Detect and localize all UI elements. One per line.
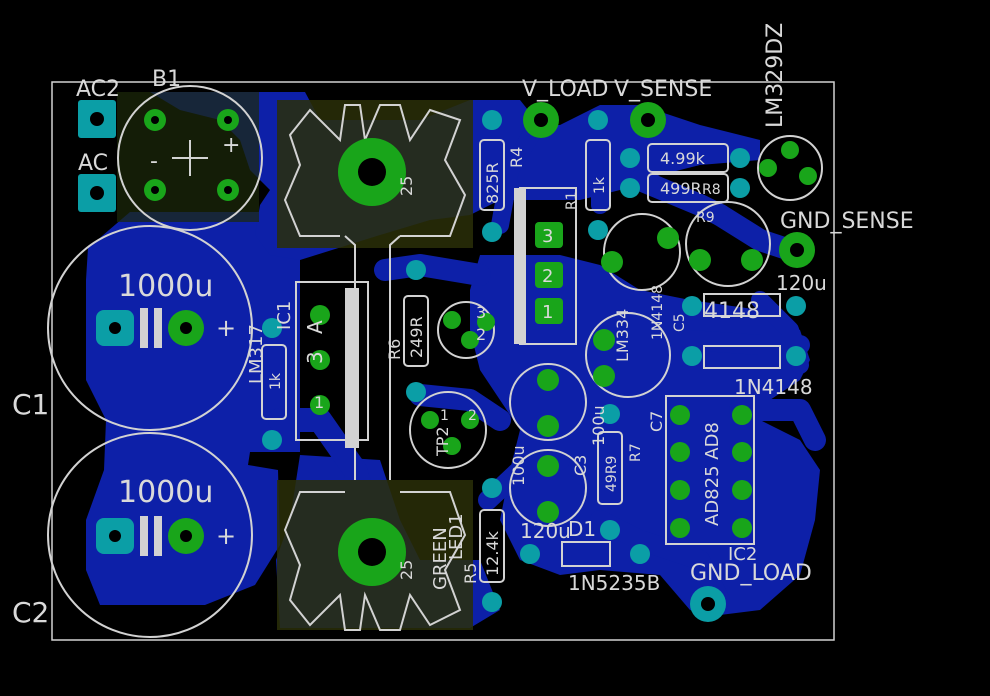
label-r1-pin2: 2: [542, 266, 553, 287]
label-ac1: AC: [78, 151, 108, 176]
label-ac2: AC2: [76, 77, 120, 102]
plus-sign-b1: +: [222, 133, 240, 158]
label-r4: R4: [507, 147, 526, 168]
minus-sign-b1: -: [150, 149, 158, 174]
label-r3-value: 1k: [592, 176, 608, 194]
label-tp: TP2: [433, 426, 452, 457]
label-r9: R9: [696, 210, 715, 226]
label-heatsink-bottom: 25: [397, 560, 416, 580]
label-led: LED1: [446, 513, 467, 560]
label-r6-value: 249R: [407, 316, 426, 358]
label-r2-value: 1k: [268, 372, 284, 390]
silkscreen: [47, 85, 823, 638]
c2-outline: [47, 432, 253, 638]
label-c3: C3: [571, 455, 590, 476]
label-d3: 1N4148: [734, 375, 813, 399]
label-c5-value: 120u: [776, 271, 827, 295]
label-r5: R5: [461, 563, 480, 584]
label-ic2: IC2: [728, 544, 757, 565]
label-pot-pin1: 1: [440, 408, 449, 424]
label-r8-value: 499R: [660, 179, 702, 198]
label-d1-value: 1N5235B: [568, 571, 660, 595]
label-ic1-3: 3: [303, 351, 327, 364]
label-r1: R1: [564, 191, 580, 210]
label-r7-value: 49R9: [604, 456, 620, 492]
label-led-color: GREEN: [430, 527, 451, 590]
label-c7: C7: [647, 411, 666, 432]
label-lm334-pin3: 3: [476, 303, 486, 322]
label-c4-value: 100u: [509, 445, 528, 486]
label-c5: C5: [672, 313, 688, 332]
label-c3-value: 100u: [589, 405, 608, 446]
label-r1-pin3: 3: [542, 226, 553, 247]
pads: [78, 100, 817, 622]
label-lm334-pin2: 2: [476, 325, 486, 344]
label-d1: D1: [568, 517, 596, 541]
label-c8-value: 120u: [520, 519, 571, 543]
label-ic1-pin: 1: [314, 393, 324, 412]
label-cap2-value: 1000u: [118, 475, 213, 510]
plus-sign-c1: +: [216, 314, 236, 342]
label-r8: R8: [702, 182, 721, 198]
label-d4: 4148: [704, 299, 760, 324]
label-ic1: IC1: [274, 301, 295, 330]
label-cap1-value: 1000u: [118, 269, 213, 304]
label-lm329dz: LM329DZ: [763, 23, 788, 128]
label-pot-pin2: 2: [468, 408, 477, 424]
label-ic1-a: A: [303, 320, 327, 334]
c1-outline: [47, 225, 253, 431]
label-r7: R7: [628, 443, 644, 462]
label-v-load: V_LOAD: [522, 77, 608, 102]
label-gnd-load: GND_LOAD: [690, 561, 812, 586]
label-c1: C1: [12, 388, 49, 421]
label-r10-value: 4.99k: [660, 149, 706, 168]
labels: AC2 AC B1 V_LOAD V_SENSE LM329DZ GND_SEN…: [12, 23, 914, 629]
label-c2: C2: [12, 596, 49, 629]
label-r6: R6: [385, 339, 404, 360]
label-gnd-sense: GND_SENSE: [780, 209, 914, 234]
board-outline: [51, 81, 835, 641]
label-lm317: LM317: [246, 324, 267, 384]
label-heatsink-top: 25: [397, 176, 416, 196]
label-r1-pin1: 1: [542, 302, 553, 323]
label-d2: 1N4148: [650, 285, 666, 340]
label-v-sense: V_SENSE: [614, 77, 712, 102]
label-ic2-value: AD825 AD8: [702, 422, 723, 526]
label-lm334: LM334: [613, 309, 632, 362]
plus-sign-c2: +: [216, 522, 236, 550]
label-b1: B1: [152, 67, 181, 92]
label-r5-value: 12.4k: [483, 530, 502, 576]
label-r4-value: 825R: [483, 162, 502, 204]
